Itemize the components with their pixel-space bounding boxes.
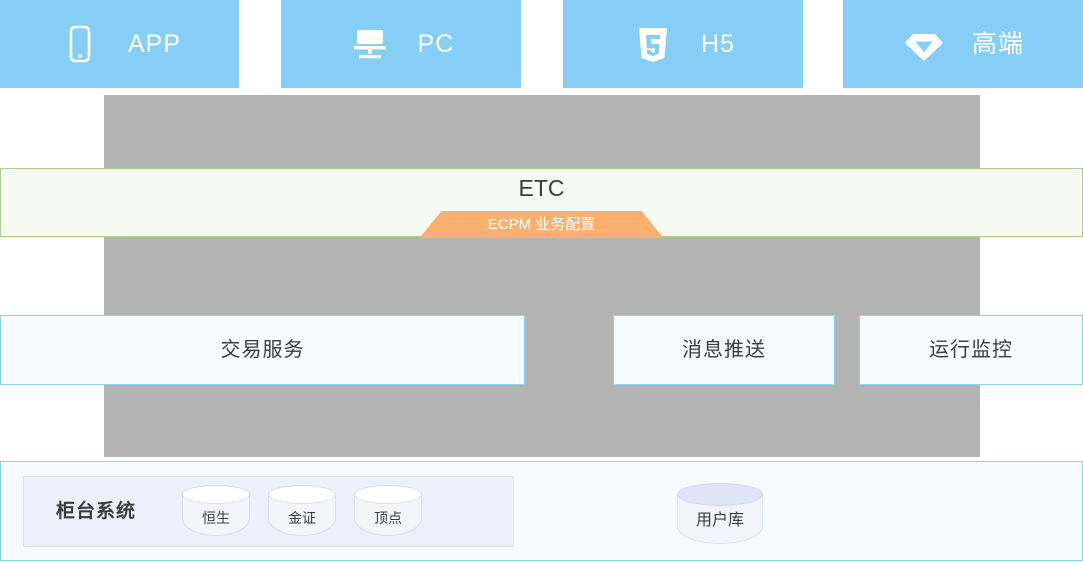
channel-label: H5 [701,29,735,58]
ecpm-config-badge[interactable]: ECPM 业务配置 [419,211,664,238]
counter-system-title: 柜台系统 [56,501,137,522]
channel-tile-h5[interactable]: H5 [563,0,803,88]
service-box-monitoring[interactable]: 运行监控 [859,315,1083,385]
database-label: 用户库 [695,512,744,529]
cylinder-top [268,485,337,504]
channel-tile-premium[interactable]: 高端 [843,0,1083,88]
database-cylinder-userdb[interactable]: 用户库 [677,483,763,546]
html5-shield-icon [631,22,675,66]
channel-tile-app[interactable]: APP [0,0,239,88]
service-box-trading[interactable]: 交易服务 [0,315,525,385]
etc-platform-band: ETC ECPM 业务配置 [0,168,1083,238]
cylinder-top [182,485,251,504]
database-label: 金证 [288,510,317,526]
database-label: 顶点 [374,510,403,526]
channel-row: APP PC H5 [0,0,1083,88]
counter-system-panel: 柜台系统 恒生 金证 顶点 [23,476,514,547]
ecpm-config-label: ECPM 业务配置 [487,216,596,233]
etc-title: ETC [518,175,565,201]
service-box-messaging[interactable]: 消息推送 [613,315,835,385]
channel-tile-pc[interactable]: PC [281,0,521,88]
channel-label: APP [127,29,182,58]
service-label: 运行监控 [929,339,1013,361]
channel-label: 高端 [971,29,1024,58]
mobile-phone-icon [58,22,102,66]
database-label: 恒生 [202,510,231,526]
service-label: 消息推送 [682,339,766,361]
channel-label: PC [417,29,455,58]
database-cylinder-jinzheng[interactable]: 金证 [268,485,337,538]
cylinder-top [354,485,423,504]
diamond-gem-icon [902,22,946,66]
desktop-monitor-icon [348,22,392,66]
backbone-column [104,95,980,457]
cylinder-top [677,483,763,506]
service-label: 交易服务 [220,339,305,361]
data-layer: 柜台系统 恒生 金证 顶点 [0,461,1083,561]
database-cylinder-hengsheng[interactable]: 恒生 [182,485,251,538]
database-cylinder-dingdian[interactable]: 顶点 [354,485,423,538]
